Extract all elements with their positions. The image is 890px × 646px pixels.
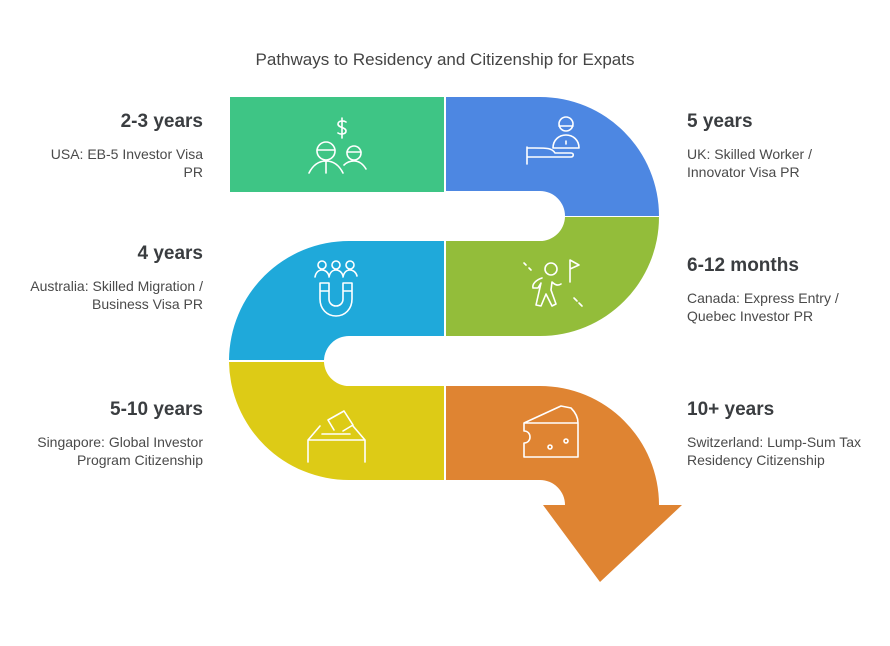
step-uk: 5 years UK: Skilled Worker / Innovator V… <box>687 111 877 181</box>
step-description: Canada: Express Entry / Quebec Investor … <box>687 290 839 324</box>
step-duration: 5-10 years <box>110 399 203 420</box>
step-duration: 10+ years <box>687 399 775 420</box>
step-duration: 4 years <box>137 243 203 264</box>
step-switzerland: 10+ years Switzerland: Lump-Sum Tax Resi… <box>687 399 877 469</box>
step-singapore: 5-10 years Singapore: Global Investor Pr… <box>13 399 203 469</box>
step-canada: 6-12 months Canada: Express Entry / Queb… <box>687 255 877 325</box>
segment-usa <box>230 97 444 192</box>
worker-desk-icon <box>526 116 580 165</box>
segment-canada <box>446 217 659 336</box>
ballot-box-icon <box>307 410 366 463</box>
step-description: Switzerland: Lump-Sum Tax Residency Citi… <box>687 434 862 468</box>
step-description: Singapore: Global Investor Program Citiz… <box>37 434 203 468</box>
runner-flag-icon <box>523 259 583 307</box>
step-australia: 4 years Australia: Skilled Migration / B… <box>13 243 203 313</box>
step-description: UK: Skilled Worker / Innovator Visa PR <box>687 146 812 180</box>
step-description: Australia: Skilled Migration / Business … <box>30 278 203 312</box>
investors-dollar-icon <box>308 117 367 174</box>
step-duration: 5 years <box>687 111 753 132</box>
step-usa: 2-3 years USA: EB-5 Investor Visa PR <box>13 111 203 181</box>
segment-switzerland <box>446 386 682 582</box>
segment-singapore <box>229 362 444 481</box>
step-duration: 6-12 months <box>687 255 799 276</box>
step-duration: 2-3 years <box>120 111 203 132</box>
segment-australia <box>229 241 444 360</box>
cheese-icon <box>523 405 579 458</box>
step-description: USA: EB-5 Investor Visa PR <box>50 146 203 180</box>
magnet-people-icon <box>314 260 358 317</box>
diagram-title: Pathways to Residency and Citizenship fo… <box>255 50 635 69</box>
